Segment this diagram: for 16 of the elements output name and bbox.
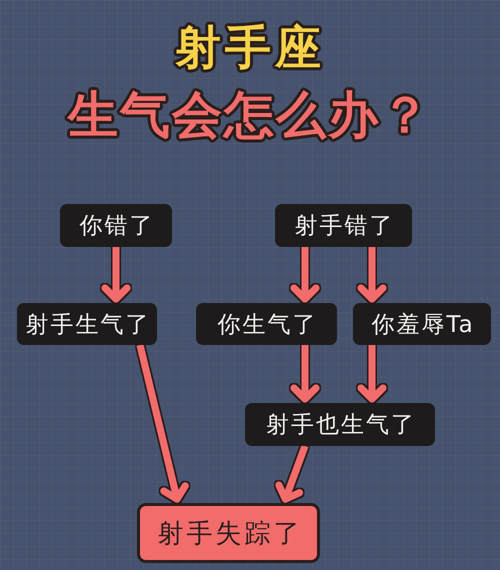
arrow bbox=[102, 247, 130, 302]
arrow bbox=[275, 444, 308, 503]
step-box: 射手生气了 bbox=[17, 303, 157, 345]
result-box: 射手失踪了 bbox=[137, 503, 320, 563]
arrow bbox=[358, 345, 386, 402]
title: 射手座 bbox=[175, 22, 325, 73]
step-box: 你生气了 bbox=[196, 303, 337, 345]
step-box: 射手也生气了 bbox=[245, 403, 435, 446]
arrow bbox=[136, 344, 189, 503]
arrow bbox=[358, 247, 386, 302]
step-box: 你羞辱Ta bbox=[353, 303, 491, 345]
arrow bbox=[290, 247, 320, 302]
arrow bbox=[290, 345, 320, 402]
step-box: 射手错了 bbox=[275, 204, 412, 247]
step-box: 你错了 bbox=[60, 204, 172, 247]
subtitle: 生气会怎么办？ bbox=[68, 88, 432, 143]
